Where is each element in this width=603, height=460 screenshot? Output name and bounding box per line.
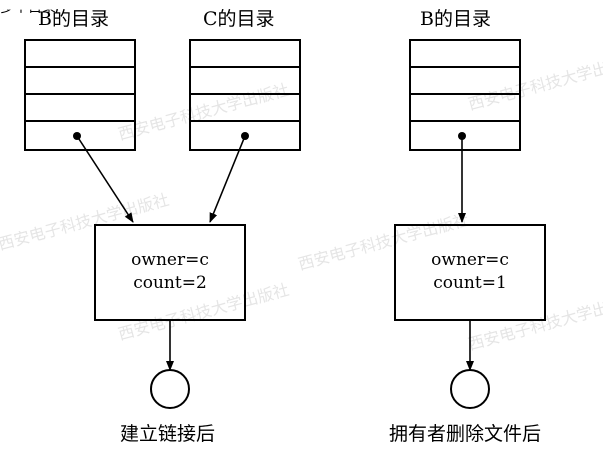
- node-count-left: count=2: [133, 273, 207, 293]
- watermark-text-6: 西安电子科技大学出版社: [0, 190, 171, 254]
- caption-left: 建立链接后: [120, 423, 216, 445]
- caption-right: 拥有者删除文件后: [389, 423, 542, 445]
- dir-b-title-left: B的目录: [38, 8, 109, 30]
- arrow-c-to-node: [209, 135, 246, 223]
- dir-b-table-left: [24, 39, 136, 151]
- file-circle-right: [450, 369, 490, 409]
- dir-b-title-right: B的目录: [420, 8, 491, 30]
- node-owner-left: owner=c: [131, 250, 209, 270]
- dir-b-table-right: [409, 39, 521, 151]
- watermark: 西安电子科技大学出版社 西安电子科技大学出版社 西安电子科技大学出版社 西安电子…: [0, 50, 603, 354]
- node-owner-right: owner=c: [431, 250, 509, 270]
- node-count-right: count=1: [433, 273, 507, 293]
- watermark-text-5: 西安电子科技大学出版社: [466, 290, 603, 354]
- dir-c-title: C的目录: [203, 8, 275, 30]
- watermark-text-1: 西安电子科技大学出版社: [116, 80, 291, 144]
- arrow-b-to-node-left: [76, 135, 134, 223]
- watermark-text-4: 西安电子科技大学出版社: [466, 50, 603, 114]
- dir-c-table: [189, 39, 301, 151]
- file-circle-left: [150, 369, 190, 409]
- top-cropped-caption: 多个目录: [0, 0, 56, 16]
